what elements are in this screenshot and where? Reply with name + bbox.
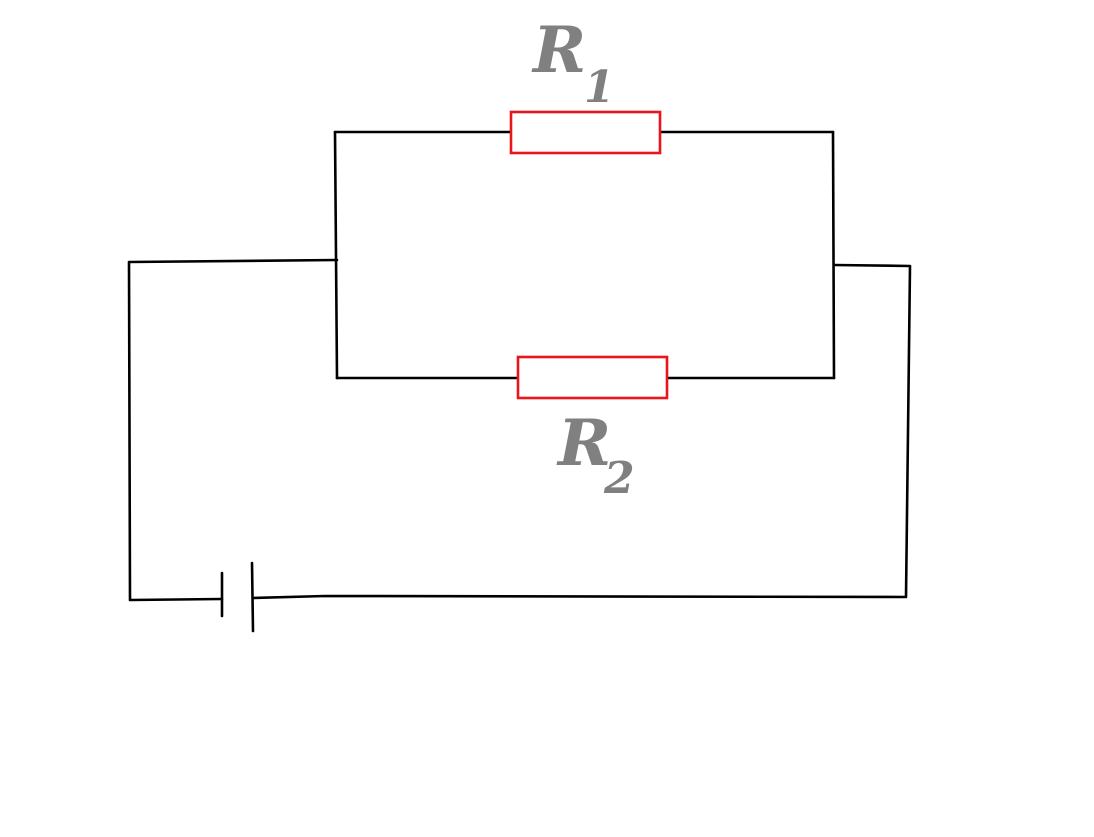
wire-left-outer [127,258,339,602]
label-r2-subscript: 2 [603,453,635,504]
label-r1-letter: R [531,13,586,88]
wire-parallel-left [333,130,339,380]
label-r1: R1 [531,13,615,113]
wire-parallel-right [831,130,836,380]
label-r2-letter: R [556,406,611,481]
wire-right-outer [251,263,912,600]
battery-long-plate [250,561,255,633]
label-r1-subscript: 1 [584,62,615,113]
battery-cell-icon [220,561,255,633]
label-r2: R2 [556,406,635,504]
resistor-r2 [516,355,669,400]
resistor-r1 [509,110,662,155]
